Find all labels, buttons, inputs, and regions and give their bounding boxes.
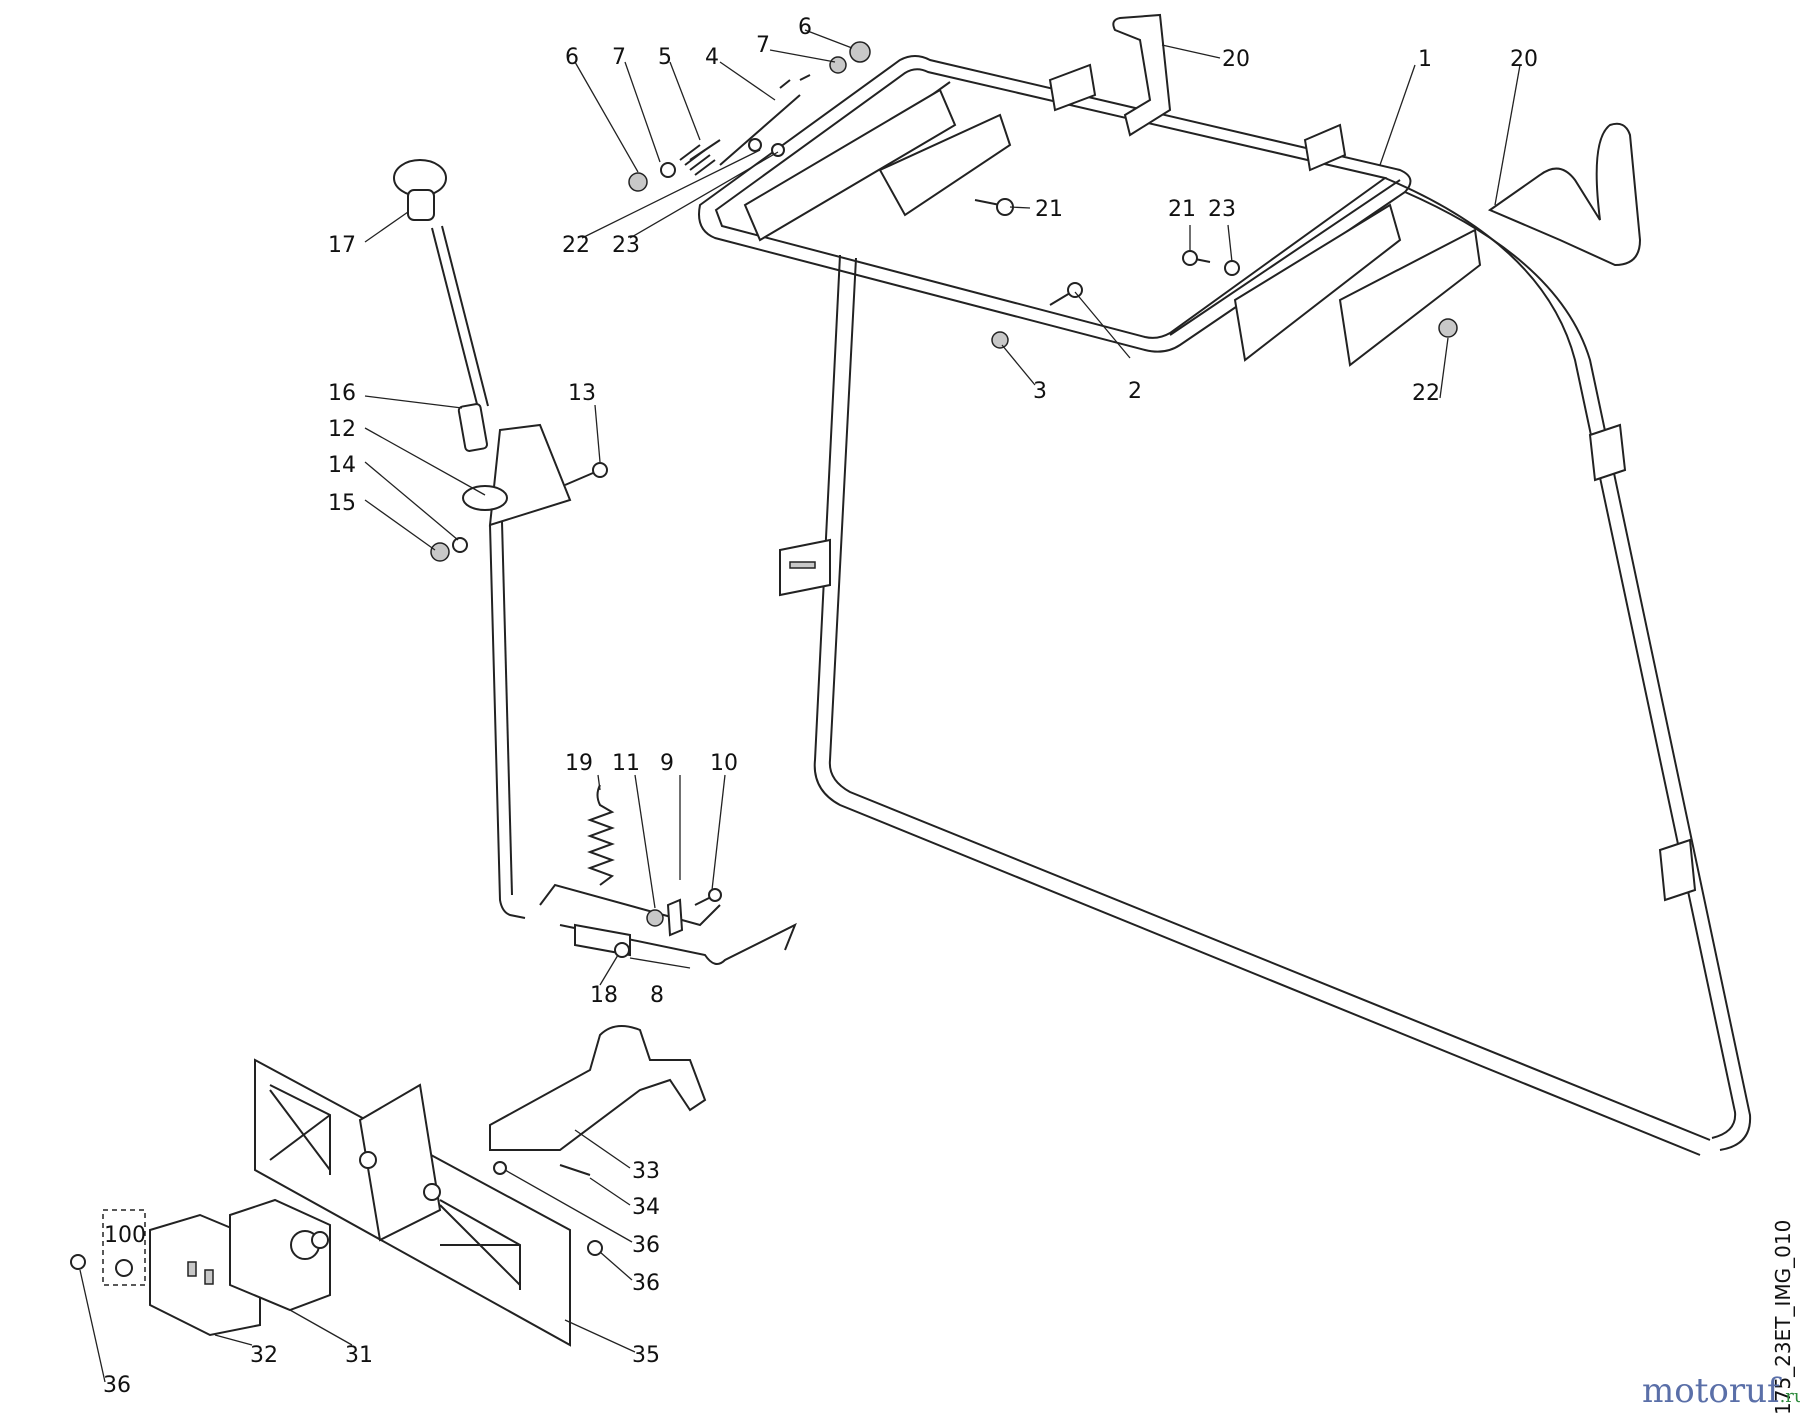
callout-5: 5 (658, 45, 672, 70)
callout-21b: 21 (1168, 197, 1196, 222)
callout-22b: 22 (1412, 381, 1440, 406)
callout-12: 12 (328, 417, 356, 442)
callout-32: 32 (250, 1343, 278, 1368)
callout-19: 19 (565, 751, 593, 776)
callout-22a: 22 (562, 233, 590, 258)
callout-20b: 20 (1510, 47, 1538, 72)
callout-1: 1 (1418, 47, 1432, 72)
lower-plate-assembly (70, 1025, 707, 1347)
callout-8: 8 (650, 983, 664, 1008)
frame-part-1 (698, 13, 1752, 1156)
linkage-assembly (539, 784, 797, 965)
watermark: motoruf.ru (1642, 1371, 1800, 1411)
callout-18: 18 (590, 983, 618, 1008)
callout-6b: 6 (798, 15, 812, 40)
frame-hardware (974, 198, 1458, 349)
callout-14: 14 (328, 453, 356, 478)
callout-23b: 23 (1208, 197, 1236, 222)
callout-33: 33 (632, 1159, 660, 1184)
spring-assembly (628, 41, 871, 192)
callout-36c: 36 (103, 1373, 131, 1398)
callout-2: 2 (1128, 379, 1142, 404)
callout-10: 10 (710, 751, 738, 776)
callout-3: 3 (1033, 379, 1047, 404)
callout-36a: 36 (632, 1233, 660, 1258)
callout-17: 17 (328, 233, 356, 258)
callout-7a: 7 (612, 45, 626, 70)
watermark-suffix: .ru (1780, 1386, 1800, 1407)
callout-7b: 7 (756, 33, 770, 58)
callout-35: 35 (632, 1343, 660, 1368)
callout-34: 34 (632, 1195, 660, 1220)
callout-15: 15 (328, 491, 356, 516)
callout-31: 31 (345, 1343, 373, 1368)
leader-lines (79, 29, 1521, 1383)
callout-21a: 21 (1035, 197, 1063, 222)
callout-9: 9 (660, 751, 674, 776)
callout-6a: 6 (565, 45, 579, 70)
callout-100: 100 (104, 1223, 146, 1248)
image-id-label: 175_23ET_IMG_010 (1771, 1220, 1795, 1415)
watermark-main: motoruf (1642, 1371, 1782, 1411)
callout-labels: 1 2 3 4 5 6 6 7 7 8 9 10 11 12 13 14 15 … (103, 15, 1538, 1398)
callout-16: 16 (328, 381, 356, 406)
watermark-text: motoruf.ru (1642, 1371, 1800, 1411)
callout-20a: 20 (1222, 47, 1250, 72)
callout-23a: 23 (612, 233, 640, 258)
callout-4: 4 (705, 45, 719, 70)
callout-11: 11 (612, 751, 640, 776)
callout-36b: 36 (632, 1271, 660, 1296)
callout-13: 13 (568, 381, 596, 406)
lever-assembly (393, 159, 608, 919)
